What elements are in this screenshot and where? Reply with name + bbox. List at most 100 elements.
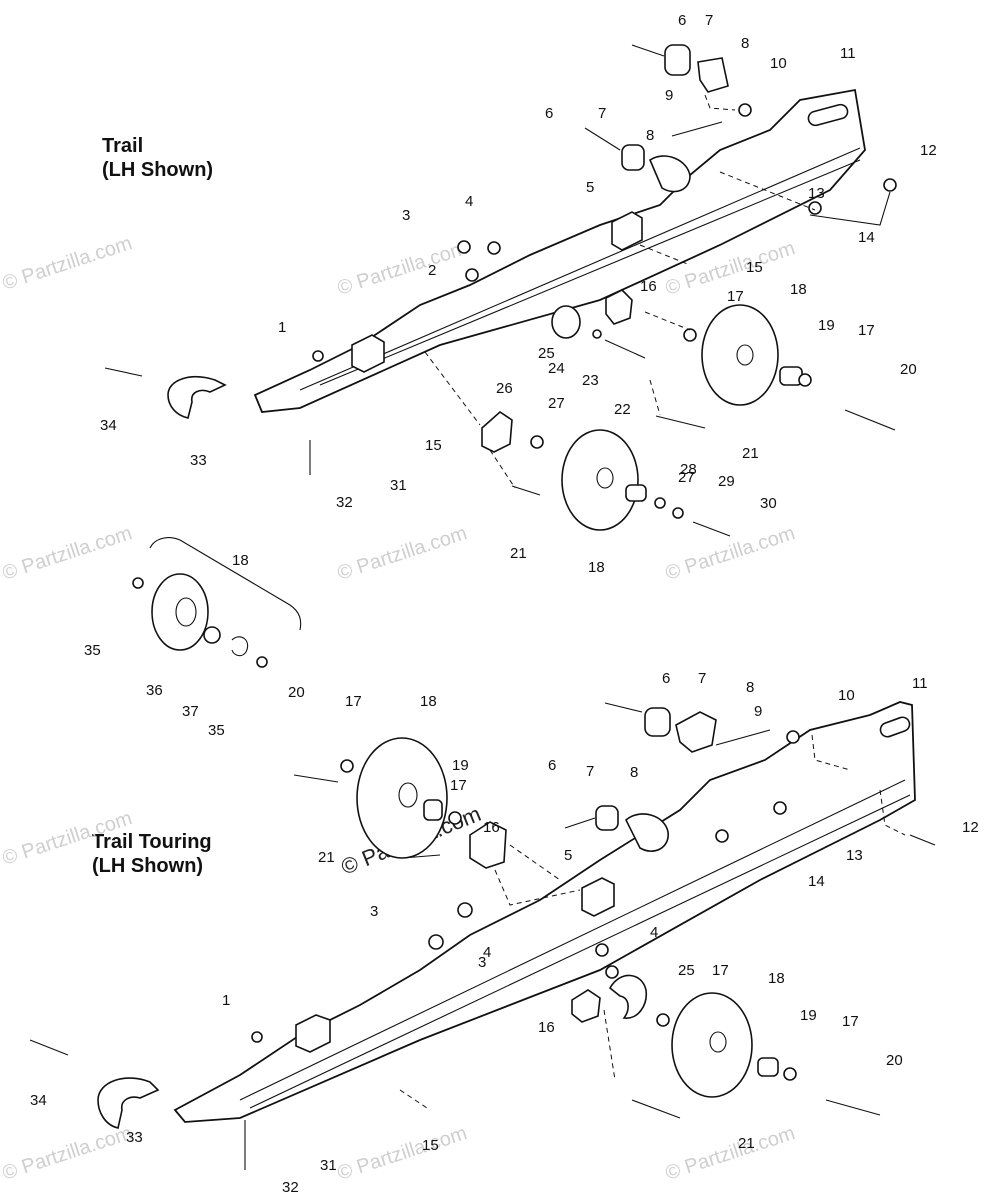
- pin-34: [29, 1039, 69, 1056]
- bolt-6: [584, 127, 621, 151]
- callout-number: 4: [465, 193, 473, 210]
- nut-14: [883, 178, 897, 192]
- washer-17: [656, 1013, 670, 1027]
- nut-14: [715, 829, 729, 843]
- washer-27: [654, 497, 666, 509]
- callout-number: 20: [900, 361, 917, 378]
- bracket-26: [481, 410, 513, 453]
- bracket-16: [605, 289, 633, 325]
- callout-number: 29: [718, 473, 735, 490]
- pin-34: [104, 367, 143, 377]
- callout-number: 6: [678, 12, 686, 29]
- callout-number: 18: [588, 559, 605, 576]
- washer-35: [256, 656, 268, 668]
- block-8: [625, 813, 669, 852]
- callout-number: 8: [741, 35, 749, 52]
- callout-number: 3: [478, 954, 486, 971]
- washer-17: [798, 373, 812, 387]
- callout-number: 19: [818, 317, 835, 334]
- callout-number: 13: [846, 847, 863, 864]
- callout-number: 21: [318, 849, 335, 866]
- callout-number: 16: [640, 278, 657, 295]
- section-title-trail: Trail(LH Shown): [102, 134, 213, 182]
- washer-17: [340, 759, 354, 773]
- rail-tip-33: [167, 376, 227, 419]
- callout-number: 7: [705, 12, 713, 29]
- bolt-21: [655, 415, 706, 429]
- wear-block-5: [611, 211, 643, 251]
- callout-number: 7: [598, 105, 606, 122]
- nut-4: [487, 241, 501, 255]
- bracket-16: [469, 821, 507, 869]
- callout-number: 18: [768, 970, 785, 987]
- callout-number: 17: [712, 962, 729, 979]
- callout-number: 31: [390, 477, 407, 494]
- washer-27: [530, 435, 544, 449]
- callout-number: 34: [100, 417, 117, 434]
- callout-number: 21: [510, 545, 527, 562]
- callout-number: 18: [232, 552, 249, 569]
- bolt-6: [631, 44, 665, 57]
- bolt-21: [631, 1099, 681, 1119]
- bushing-7: [621, 144, 645, 171]
- callout-number: 25: [678, 962, 695, 979]
- nut-2: [465, 268, 479, 282]
- wheel-detail: [132, 537, 302, 668]
- callout-number: 37: [182, 703, 199, 720]
- spacer-25: [551, 305, 581, 339]
- callout-number: 33: [190, 452, 207, 469]
- callout-number: 20: [886, 1052, 903, 1069]
- bolt-21: [511, 485, 541, 496]
- trail-touring-assembly: [29, 701, 936, 1170]
- callout-number: 33: [126, 1129, 143, 1146]
- nut-14: [808, 201, 822, 215]
- callout-number: 11: [912, 675, 928, 692]
- callout-number: 21: [738, 1135, 755, 1152]
- callout-number: 35: [84, 642, 101, 659]
- bushing-19: [423, 799, 443, 821]
- callout-number: 14: [808, 873, 825, 890]
- bearing-36: [203, 626, 221, 644]
- callout-number: 30: [760, 495, 777, 512]
- callout-number: 16: [538, 1019, 555, 1036]
- wear-block-31: [351, 334, 385, 373]
- rail-tip-33: [97, 1077, 160, 1129]
- callout-number: 5: [586, 179, 594, 196]
- callout-number: 20: [288, 684, 305, 701]
- bushing-7: [644, 707, 671, 737]
- clip-1: [312, 350, 324, 362]
- callout-number: 15: [422, 1137, 439, 1154]
- callout-number: 7: [698, 670, 706, 687]
- nut-14: [773, 801, 787, 815]
- callout-number: 21: [742, 445, 759, 462]
- callout-number: 3: [370, 903, 378, 920]
- bracket-16: [571, 989, 601, 1023]
- washer-29: [672, 507, 684, 519]
- callout-number: 3: [402, 207, 410, 224]
- rail-slot: [807, 103, 849, 127]
- bushing-28: [625, 484, 647, 502]
- callout-number: 36: [146, 682, 163, 699]
- wear-block-5: [581, 877, 615, 917]
- callout-number: 18: [790, 281, 807, 298]
- callout-number: 15: [746, 259, 763, 276]
- block-8: [697, 57, 729, 93]
- callout-number: 32: [282, 1179, 299, 1196]
- watermark: © Partzilla.com: [335, 237, 470, 300]
- callout-number: 8: [630, 764, 638, 781]
- rail-bottom: [173, 701, 916, 1123]
- callout-number: 2: [428, 262, 436, 279]
- callout-number: 4: [650, 924, 658, 941]
- bolt-21: [402, 854, 441, 859]
- callout-number: 17: [450, 777, 467, 794]
- rail-slot: [879, 716, 911, 738]
- callout-number: 17: [842, 1013, 859, 1030]
- callout-number: 13: [808, 185, 825, 202]
- callout-number: 1: [222, 992, 230, 1009]
- washer-10: [786, 730, 800, 744]
- washer-17: [683, 328, 697, 342]
- bolt-20: [844, 409, 896, 431]
- watermark: © Partzilla.com: [0, 232, 135, 295]
